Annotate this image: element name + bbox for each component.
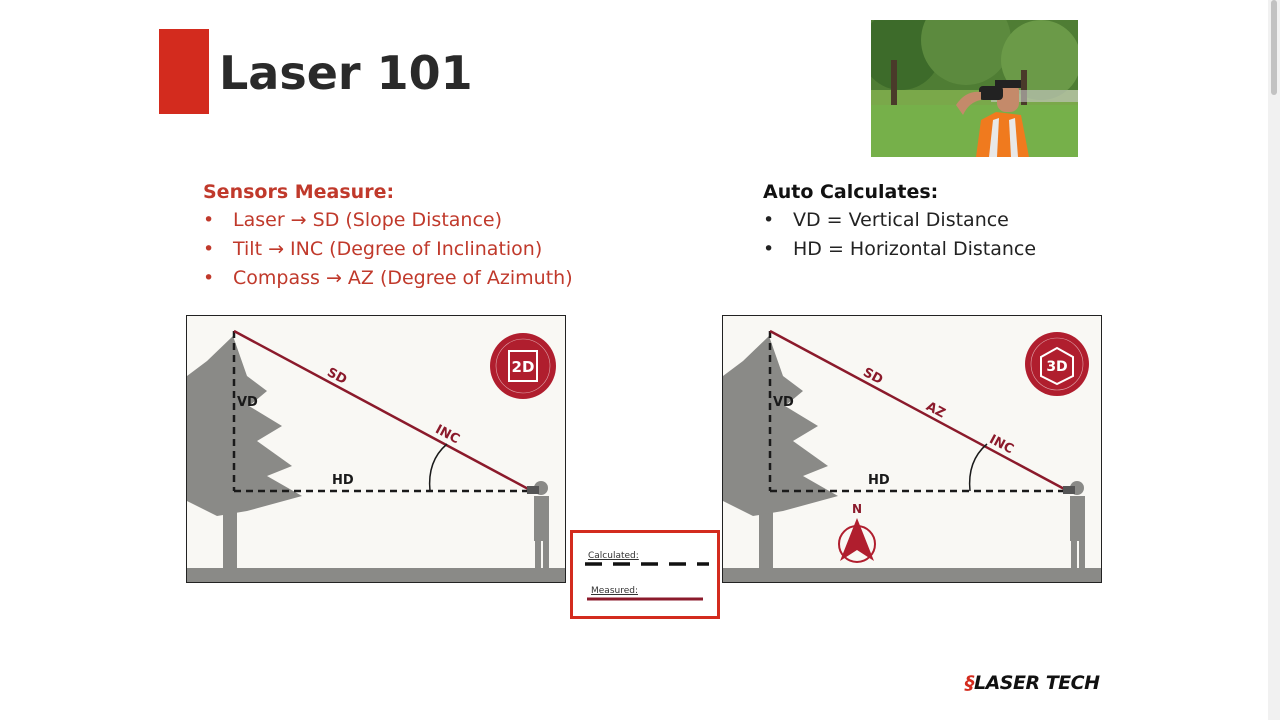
inc-label: INC (987, 432, 1016, 457)
calculated-label: Calculated: (588, 551, 639, 561)
sensors-heading: Sensors Measure: (203, 181, 395, 203)
list-item-text: HD = Horizontal Distance (793, 238, 1037, 260)
calculated-line-icon (585, 562, 709, 566)
list-item-text: Laser → SD (Slope Distance) (233, 209, 503, 231)
compass-north-icon: N (838, 502, 876, 563)
north-label: N (852, 502, 862, 516)
az-label: AZ (923, 399, 947, 421)
badge-text: 3D (1046, 359, 1067, 375)
3d-badge-icon: 3D (1025, 332, 1089, 396)
surveyor-figure (1063, 481, 1085, 570)
list-item-text: Tilt → INC (Degree of Inclination) (233, 238, 543, 260)
measured-line-icon (587, 597, 703, 601)
laser-tech-logo: §LASER TECH (965, 672, 1100, 694)
sd-label: SD (324, 365, 349, 388)
bullet-icon: • (203, 267, 215, 289)
surveyor-figure (527, 481, 549, 570)
sensors-measure-block: Sensors Measure: • Laser → SD (Slope Dist… (203, 178, 573, 293)
bullet-icon: • (763, 238, 775, 260)
vd-label: VD (237, 395, 258, 410)
hd-label: HD (332, 473, 354, 488)
logo-mark-icon: § (965, 672, 975, 694)
bullet-icon: • (763, 209, 775, 231)
tree-icon (187, 336, 302, 571)
logo-text: LASER TECH (974, 672, 1100, 694)
diagram-3d: VD HD SD AZ INC N 3D (722, 315, 1102, 583)
slide-title: Laser 101 (219, 46, 473, 100)
tree-icon (723, 336, 838, 571)
scrollbar-thumb[interactable] (1271, 0, 1277, 95)
scrollbar-track[interactable] (1268, 0, 1280, 720)
list-item: • Compass → AZ (Degree of Azimuth) (203, 264, 573, 292)
badge-text: 2D (512, 358, 535, 376)
list-item: • Tilt → INC (Degree of Inclination) (203, 235, 573, 263)
inc-label: INC (433, 422, 462, 447)
vd-label: VD (773, 395, 794, 410)
line-legend: Calculated: Measured: (570, 530, 720, 619)
diagram-2d: VD HD SD INC 2D (186, 315, 566, 583)
bullet-icon: • (203, 209, 215, 231)
surveyor-photo (871, 20, 1078, 157)
auto-calculates-block: Auto Calculates: • VD = Vertical Distance… (763, 178, 1036, 264)
sd-label: SD (860, 365, 885, 388)
hd-label: HD (868, 473, 890, 488)
list-item: • Laser → SD (Slope Distance) (203, 206, 573, 234)
sensors-list: • Laser → SD (Slope Distance) • Tilt → INC… (203, 206, 573, 292)
bullet-icon: • (203, 238, 215, 260)
list-item: • HD = Horizontal Distance (763, 235, 1036, 263)
list-item: • VD = Vertical Distance (763, 206, 1036, 234)
auto-heading: Auto Calculates: (763, 181, 939, 203)
list-item-text: VD = Vertical Distance (793, 209, 1009, 231)
auto-list: • VD = Vertical Distance • HD = Horizontal… (763, 206, 1036, 263)
title-accent-bar (159, 29, 209, 114)
list-item-text: Compass → AZ (Degree of Azimuth) (233, 267, 573, 289)
2d-badge-icon: 2D (490, 333, 556, 399)
measured-label: Measured: (591, 586, 638, 596)
